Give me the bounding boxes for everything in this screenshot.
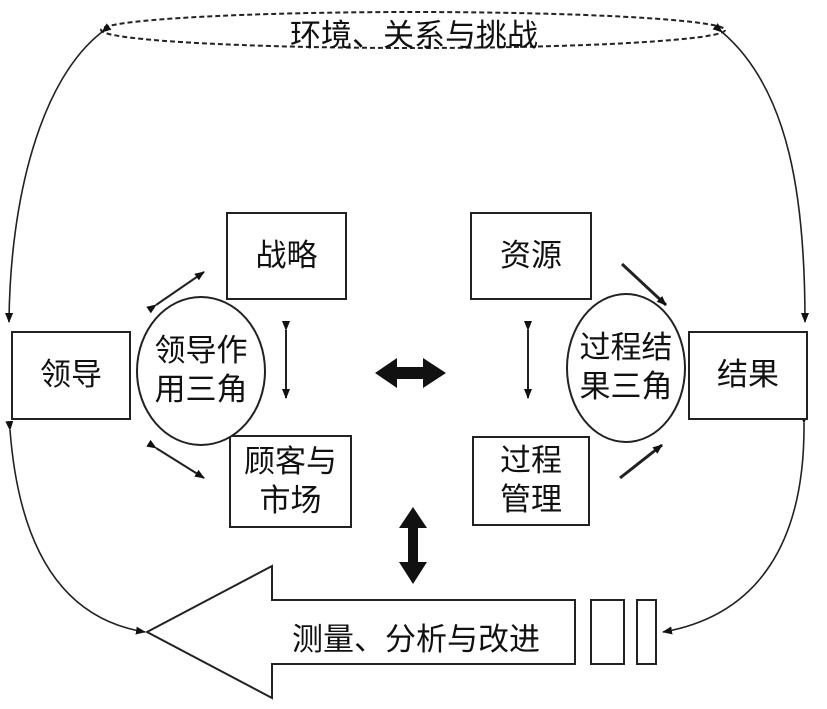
environment-label: 环境、关系与挑战	[290, 18, 538, 54]
results-box: 结果	[688, 331, 808, 420]
measurement-tail-bar-1	[590, 599, 625, 665]
resources-label: 资源	[500, 237, 562, 274]
process-management-label: 过程 管理	[500, 443, 562, 518]
leadership-box: 领导	[11, 331, 131, 420]
customers-markets-label: 顾客与 市场	[244, 443, 337, 519]
leadership-triangle-label: 领导作 用三角	[154, 333, 248, 408]
triangles-link-arrow	[375, 358, 446, 388]
strategy-label: 战略	[255, 237, 318, 274]
measurement-tail-bar-2	[636, 599, 657, 665]
env-results-arrow	[712, 23, 809, 323]
process-results-triangle-ellipse: 过程结 果三角	[566, 293, 686, 443]
leadership-label: 领导	[40, 357, 102, 394]
resources-box: 资源	[470, 212, 592, 300]
leadership-measurement-arrow	[5, 420, 146, 635]
customers-markets-box: 顾客与 市场	[229, 435, 352, 528]
measurement-arrow-shape	[144, 564, 576, 700]
measurement-label: 测量、分析与改进	[292, 622, 540, 658]
process-results-arrow	[619, 443, 663, 480]
env-leadership-arrow	[5, 23, 112, 323]
process-results-triangle-label: 过程结 果三角	[579, 330, 673, 405]
results-label: 结果	[717, 357, 779, 394]
measurement-link-arrow	[399, 507, 427, 584]
strategy-box: 战略	[226, 212, 347, 300]
resources-results-arrow	[620, 262, 668, 307]
customers-triangle-arrow	[146, 439, 205, 479]
leadership-triangle-ellipse: 领导作 用三角	[136, 296, 266, 446]
strategy-triangle-arrow	[146, 271, 205, 314]
results-measurement-arrow	[662, 413, 808, 635]
process-management-box: 过程 管理	[472, 436, 590, 526]
